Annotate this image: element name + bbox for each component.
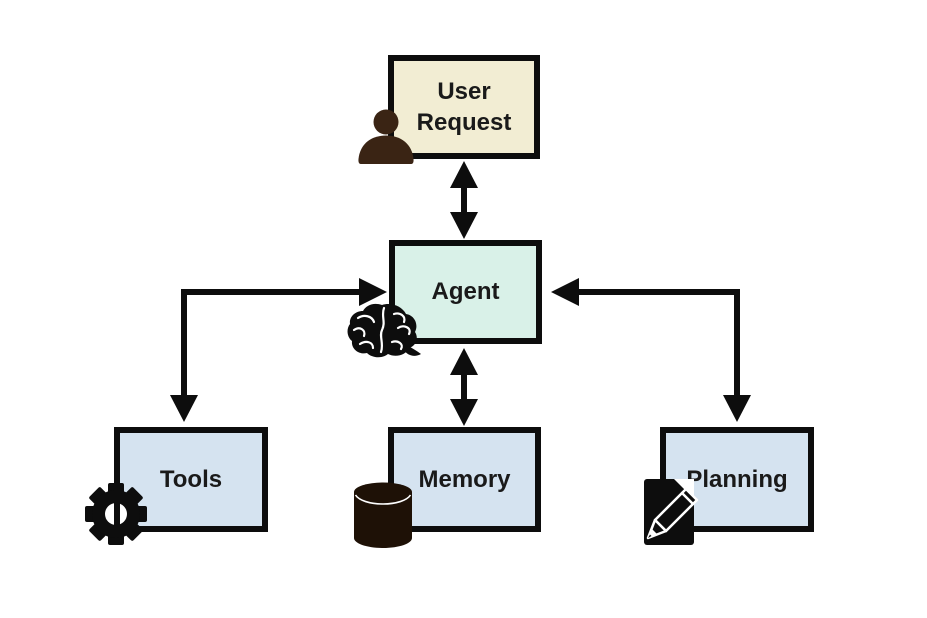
node-user-request-label: User Request xyxy=(416,77,512,136)
person-icon xyxy=(358,109,414,164)
edge-agent-memory xyxy=(450,348,478,426)
node-memory-label: Memory xyxy=(418,465,511,493)
tools-border-over-gear xyxy=(114,478,120,532)
edge-planning-agent xyxy=(551,278,751,422)
node-user-request: User Request xyxy=(388,55,540,159)
edge-user-request-agent xyxy=(450,161,478,239)
database-icon xyxy=(354,482,412,548)
note-pencil-icon xyxy=(644,479,699,545)
brain-icon xyxy=(347,303,421,358)
node-agent-label: Agent xyxy=(431,278,500,306)
node-tools-label: Tools xyxy=(159,465,223,493)
node-planning-label: Planning xyxy=(686,465,788,493)
edge-tools-agent xyxy=(170,278,387,422)
node-memory: Memory xyxy=(388,427,541,532)
